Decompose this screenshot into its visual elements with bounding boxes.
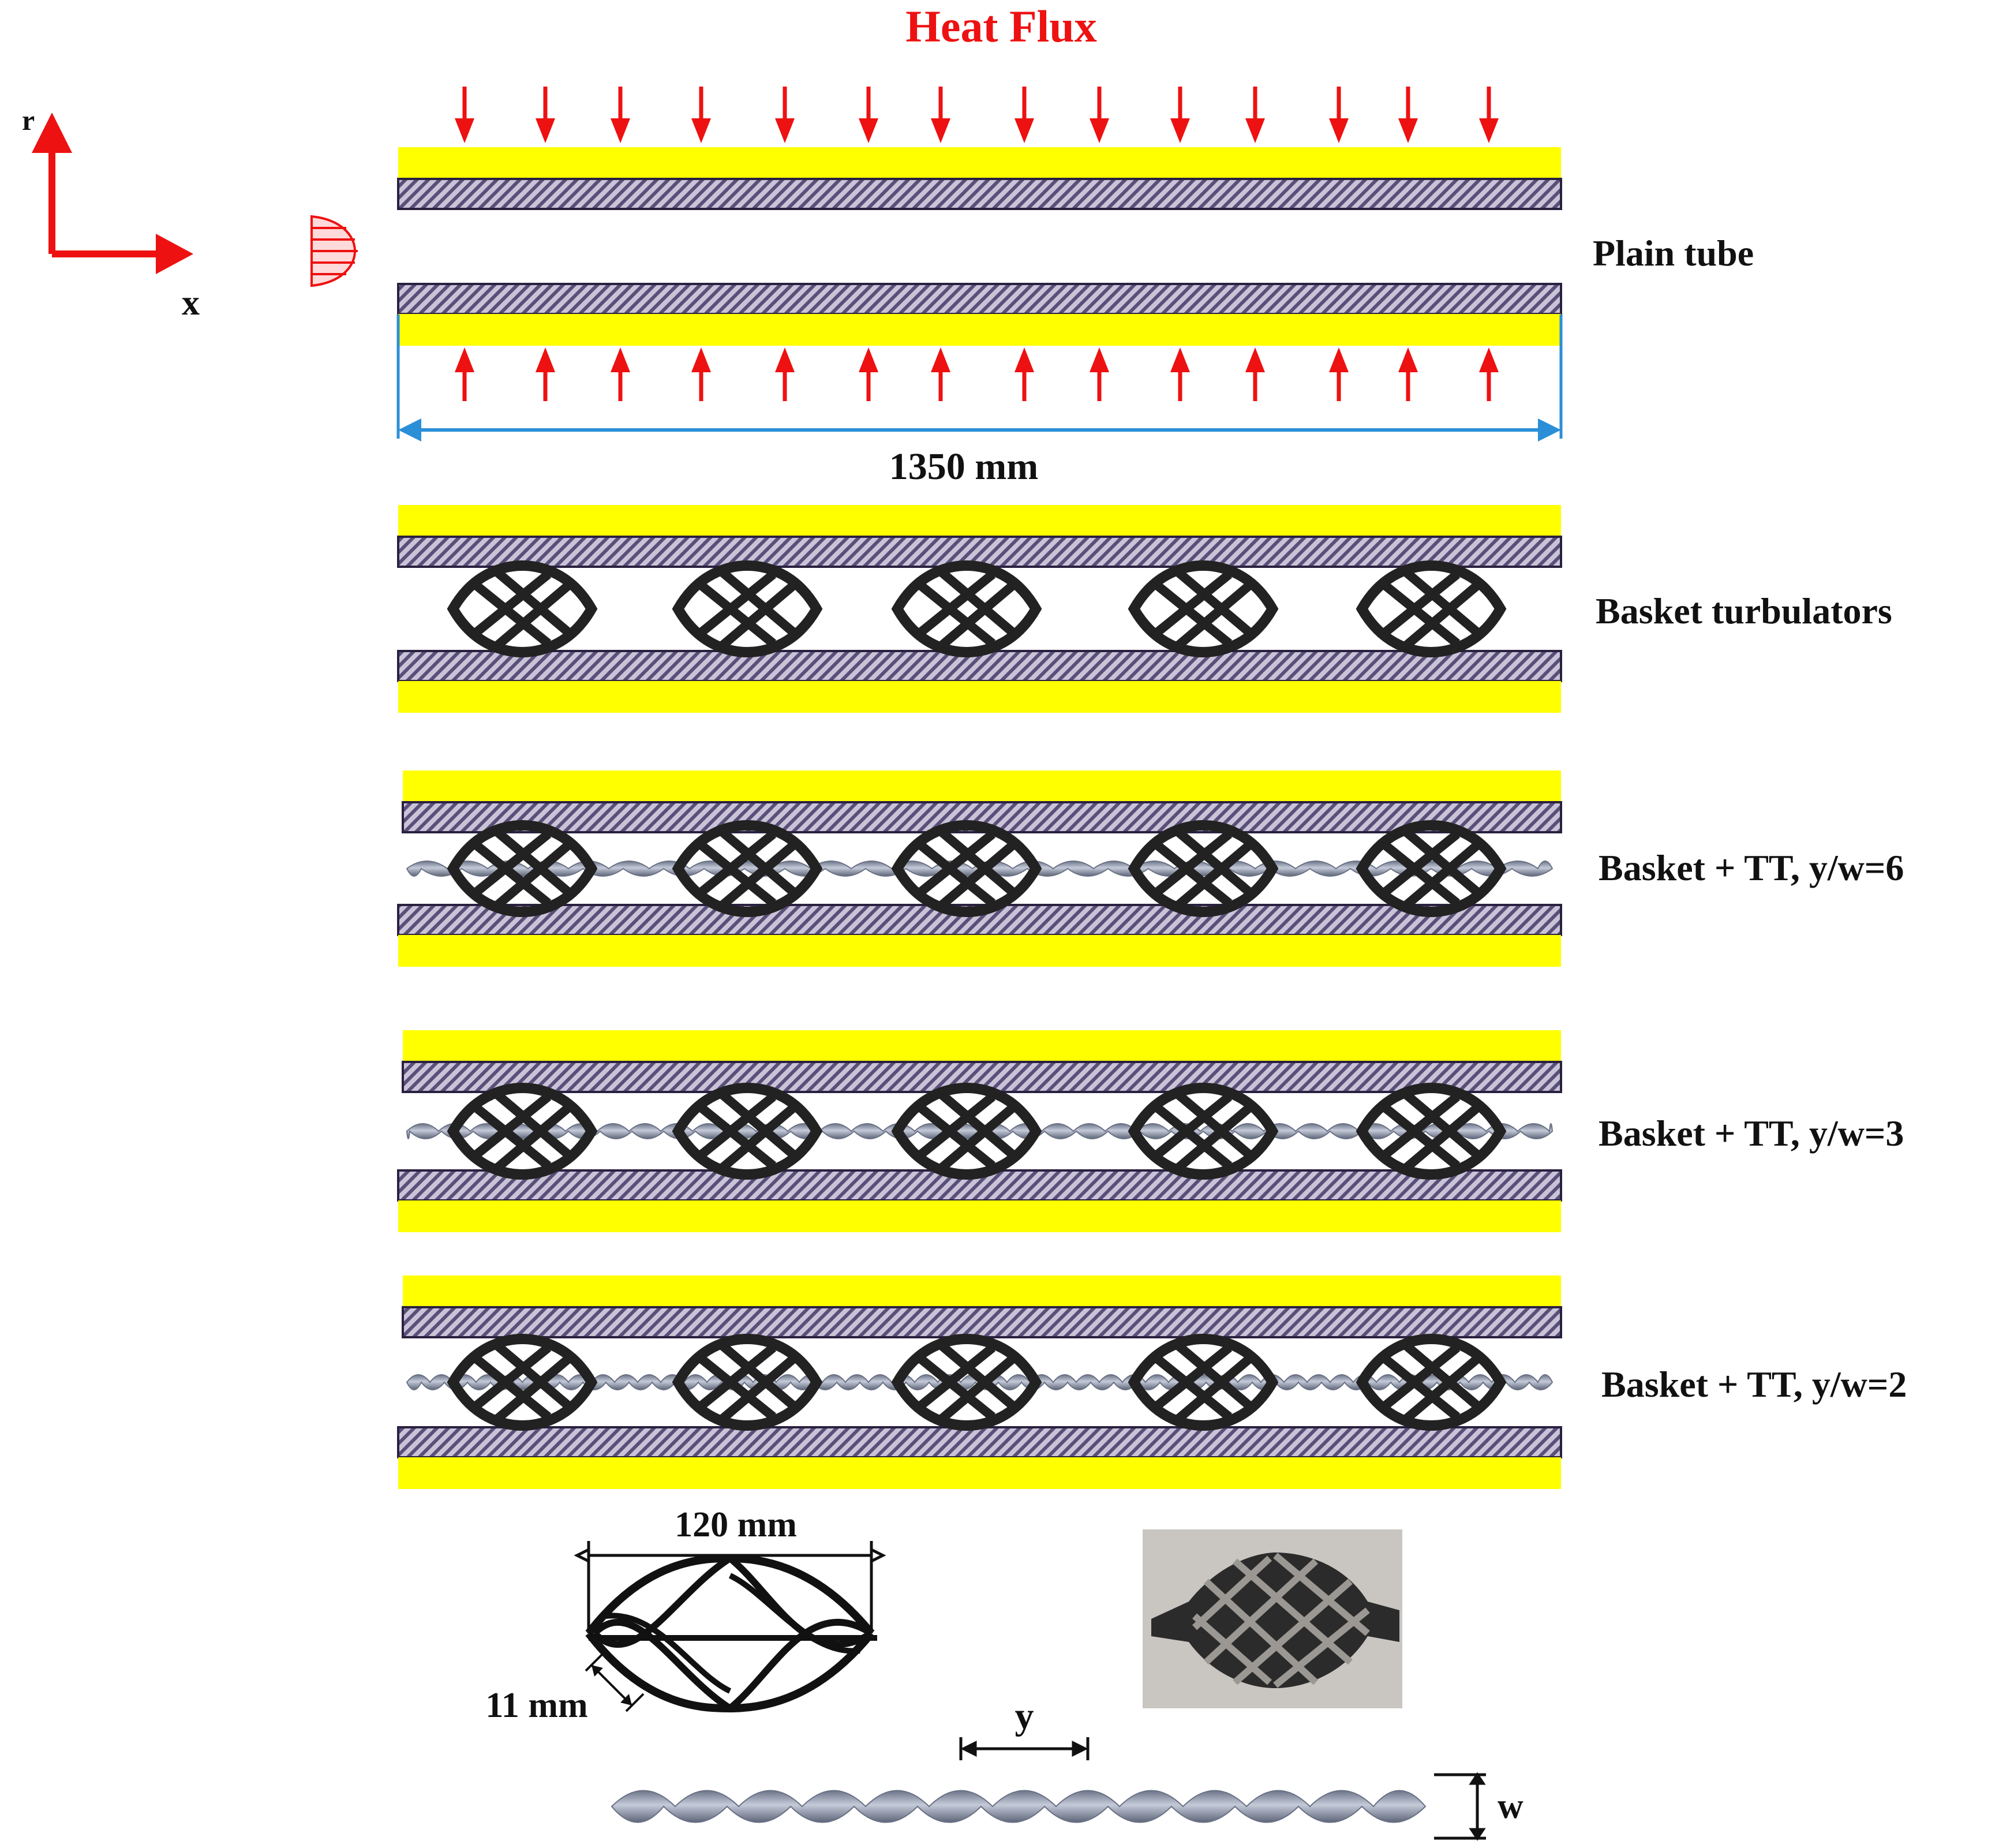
strip-width-label: 11 mm: [485, 1686, 587, 1725]
basket-turbulator: [678, 566, 817, 652]
configuration-label: Basket + TT, y/w=2: [1601, 1364, 1907, 1405]
pitch-dimension: [959, 1737, 1090, 1760]
insulation-layer: [403, 770, 1561, 802]
tube-wall: [397, 1426, 1562, 1458]
basket-photo: [1143, 1529, 1402, 1708]
insulation-layer: [403, 1030, 1561, 1062]
heat-flux-arrow: [455, 347, 474, 401]
heat-flux-arrow: [1329, 347, 1349, 401]
diagram-title: Heat Flux: [905, 1, 1096, 51]
heat-flux-arrow: [1245, 87, 1265, 143]
configuration-label: Basket turbulators: [1596, 590, 1892, 631]
heat-flux-arrow: [1479, 87, 1499, 143]
insulation-layer: [398, 681, 1561, 713]
heat-flux-arrow: [455, 87, 474, 143]
heat-flux-arrow: [1398, 87, 1418, 143]
tube-configuration: Basket turbulators: [397, 505, 1892, 713]
tube-configuration: Basket + TT, y/w=6: [397, 770, 1904, 967]
heat-flux-arrow: [1398, 347, 1418, 401]
heat-flux-arrows-top: [455, 87, 1499, 143]
heat-flux-arrow: [775, 87, 795, 143]
tube-wall: [397, 178, 1562, 210]
tube-configuration: Plain tube: [397, 147, 1754, 346]
tube-wall: [402, 1306, 1562, 1338]
tube-configuration: Basket + TT, y/w=2: [397, 1275, 1907, 1489]
insulation-layer: [398, 314, 1561, 346]
heat-flux-arrow: [931, 87, 950, 143]
axes-icon: [32, 113, 193, 274]
heat-flux-arrow: [931, 347, 950, 401]
twisted-tape-detail: [611, 1790, 1427, 1823]
tube-wall: [397, 283, 1562, 315]
insulation-layer: [398, 1200, 1561, 1232]
basket-turbulator: [1134, 566, 1272, 652]
width-dimension: [1434, 1772, 1486, 1841]
width-label: w: [1498, 1787, 1523, 1826]
axis-r-label: r: [22, 104, 35, 136]
insulation-layer: [398, 1457, 1561, 1489]
heat-flux-arrow: [536, 87, 555, 143]
heat-flux-arrow: [1090, 347, 1109, 401]
heat-flux-arrow: [1329, 87, 1349, 143]
heat-flux-arrow: [1245, 347, 1265, 401]
basket-turbulator: [453, 566, 592, 652]
insulation-layer: [398, 935, 1561, 967]
tube-length-label: 1350 mm: [889, 446, 1038, 488]
tube-configuration: Basket + TT, y/w=3: [397, 1030, 1904, 1232]
heat-flux-arrow: [611, 87, 630, 143]
pitch-label: y: [1015, 1695, 1034, 1737]
basket-turbulator: [1362, 566, 1500, 652]
heat-flux-arrow: [611, 347, 630, 401]
basket-turbulator: [897, 566, 1036, 652]
axis-x-label: x: [182, 283, 200, 323]
heat-flux-arrow: [1170, 87, 1190, 143]
heat-flux-arrow: [1090, 87, 1109, 143]
configuration-label: Plain tube: [1593, 233, 1754, 274]
configuration-label: Basket + TT, y/w=6: [1599, 847, 1904, 888]
insulation-layer: [398, 505, 1561, 537]
heat-flux-arrow: [1015, 87, 1034, 143]
heat-flux-arrow: [775, 347, 795, 401]
velocity-profile-icon: [310, 215, 358, 287]
heat-flux-arrows-bottom: [455, 347, 1499, 401]
insulation-layer: [398, 147, 1561, 179]
heat-flux-arrow: [536, 347, 555, 401]
heat-flux-arrow: [691, 87, 711, 143]
heat-flux-arrow: [859, 347, 878, 401]
heat-flux-arrow: [691, 347, 711, 401]
basket-length-label: 120 mm: [675, 1505, 797, 1544]
heat-flux-arrow: [1479, 347, 1499, 401]
tube-length-dimension: [396, 315, 1563, 442]
heat-flux-arrow: [1170, 347, 1190, 401]
insulation-layer: [403, 1275, 1561, 1307]
heat-flux-arrow: [859, 87, 878, 143]
configuration-label: Basket + TT, y/w=3: [1599, 1113, 1904, 1154]
basket-detail-drawing: [574, 1541, 886, 1713]
heat-flux-arrow: [1015, 347, 1034, 401]
